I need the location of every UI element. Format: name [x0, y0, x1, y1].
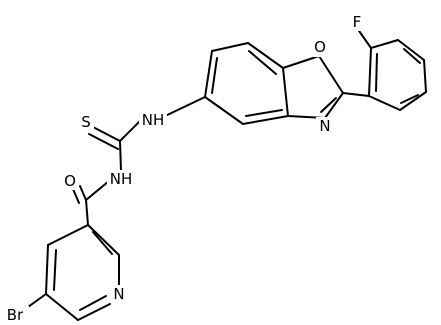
bond: [282, 67, 289, 117]
bond: [242, 115, 289, 125]
bond: [342, 92, 370, 97]
bond: [77, 303, 111, 321]
amide-nh-label: NH: [110, 170, 133, 188]
bond: [162, 96, 206, 118]
bond: [324, 92, 344, 119]
bond: [370, 39, 399, 49]
bond: [87, 224, 120, 256]
bond: [247, 42, 284, 69]
bond: [85, 199, 89, 226]
bond: [248, 50, 277, 75]
bond: [119, 120, 141, 142]
bond: [47, 224, 89, 246]
bond: [204, 50, 213, 98]
bond: [79, 185, 87, 201]
thioamide-nh-label: NH: [142, 111, 165, 129]
bond: [79, 295, 107, 311]
atom-labels: F O N NH S NH O N Br: [1, 13, 365, 324]
bond: [90, 125, 121, 142]
bonds: [27, 27, 427, 321]
bond: [53, 249, 57, 291]
bond: [72, 188, 80, 204]
bond: [245, 109, 283, 117]
bond: [45, 293, 79, 321]
pyridine-nitrogen-label: N: [113, 285, 124, 303]
bond: [204, 96, 244, 125]
bond: [356, 27, 372, 49]
bond: [368, 47, 372, 97]
bond: [92, 231, 113, 255]
thione-sulfur-label: S: [81, 113, 91, 131]
bond: [282, 55, 320, 69]
bond: [318, 55, 344, 94]
bond: [85, 180, 110, 201]
oxazole-oxygen-label: O: [314, 38, 326, 56]
bond: [368, 95, 401, 111]
bond: [403, 48, 421, 64]
oxazole-nitrogen-label: N: [319, 117, 330, 135]
bond: [400, 94, 419, 104]
bond: [320, 97, 337, 113]
bond: [88, 133, 119, 150]
bond: [27, 293, 47, 308]
bond: [211, 57, 218, 94]
carbonyl-oxygen-label: O: [64, 172, 76, 190]
fluorine-atom-label: F: [353, 13, 362, 31]
bond: [45, 244, 49, 295]
bond: [399, 91, 427, 111]
bond: [375, 53, 378, 92]
bond: [211, 42, 249, 52]
bond: [119, 140, 122, 172]
bond: [397, 39, 425, 61]
bond: [423, 59, 427, 93]
bromine-atom-label: Br: [7, 306, 24, 324]
